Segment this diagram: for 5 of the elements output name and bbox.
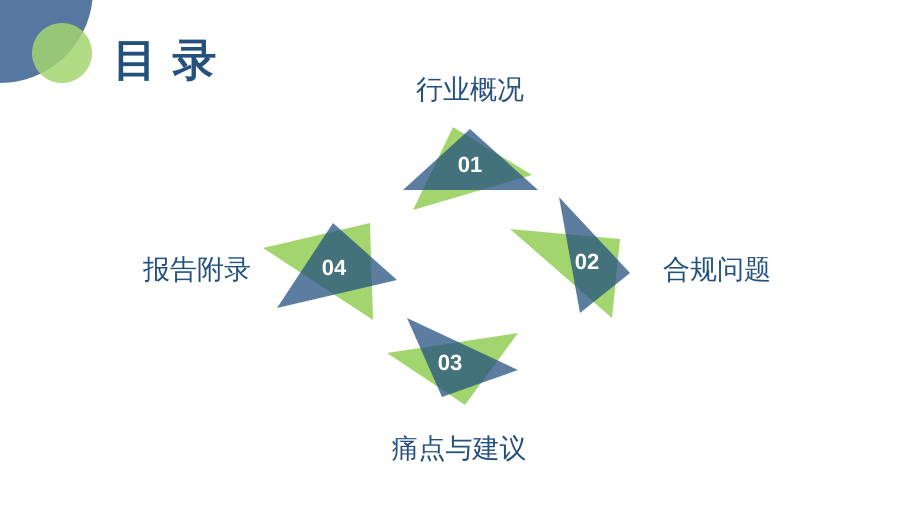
section-label: 痛点与建议 bbox=[392, 433, 526, 465]
page-title: 目 录 bbox=[113, 36, 216, 87]
section-label: 报告附录 bbox=[143, 254, 251, 286]
section-label: 合规问题 bbox=[663, 254, 771, 286]
section-label: 行业概况 bbox=[416, 74, 524, 106]
